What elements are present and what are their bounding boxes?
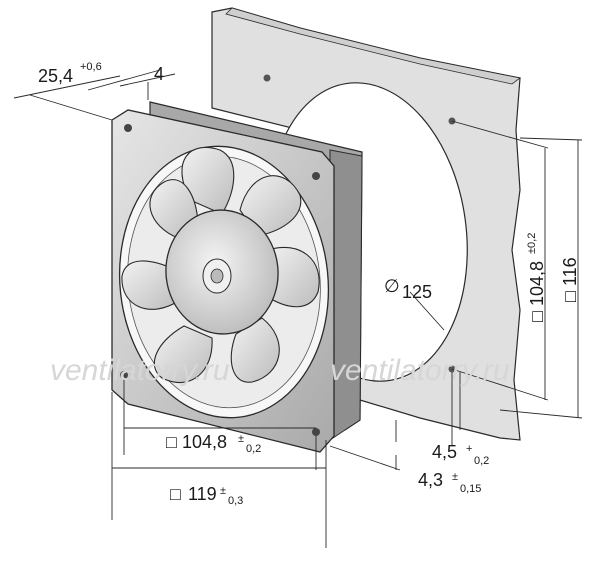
fan-hole [312,172,320,180]
fan-hole [312,428,320,436]
dim-cutout: ∅ 125 [384,276,432,302]
fan-hole [124,124,132,132]
hole-plate-sign: + [466,443,472,455]
dim-hole-spacing-height: □ 104,8 ±0,2 [526,233,547,322]
dim-depth: 25,4 +0,6 [38,61,102,86]
spacing-h-value: 104,8 [527,261,547,306]
dim-hole-fan: 4,3 ± 0,15 [418,470,481,495]
hole-plate-value: 4,5 [432,442,457,462]
spacing-w-symbol: □ [166,432,177,452]
hole-fan-tolerance: 0,15 [460,483,481,495]
dim-frame-width: □ 119 ± 0,3 [170,484,243,507]
frame-w-symbol: □ [170,484,181,504]
dim-hole-spacing-width: □ 104,8 ± 0,2 [166,432,261,455]
depth-tolerance: +0,6 [80,61,102,73]
frame-h-value: 116 [560,257,580,286]
frame-w-tol-sign: ± [220,485,226,497]
dim-hole-plate: 4,5 + 0,2 [432,442,489,467]
cutout-value: 125 [402,282,432,302]
watermark-right: ventilatorry.ru [330,354,510,387]
spacing-h-tolerance: ±0,2 [526,233,538,254]
dim-frame-height: □ 116 [560,257,580,302]
hole-plate-tolerance: 0,2 [474,455,489,467]
spacing-w-tolerance: 0,2 [246,443,261,455]
spacing-h-symbol: □ [527,311,547,322]
cutout-symbol: ∅ [384,276,400,296]
hole-fan-value: 4,3 [418,470,443,490]
fan-hole [120,371,128,379]
dimension-lines [13,69,583,548]
spacing-w-tol-sign: ± [238,433,244,445]
plate-hole [263,74,271,82]
watermark-left: ventilatorry.ru [50,354,230,387]
fan-hub [165,209,279,335]
dim-flange: 4 [154,64,164,84]
frame-w-tolerance: 0,3 [228,495,243,507]
frame-w-value: 119 [188,484,217,504]
spacing-w-value: 104,8 [182,432,227,452]
frame-h-symbol: □ [560,291,580,302]
depth-value: 25,4 [38,66,73,86]
hole-fan-sign: ± [452,471,458,483]
fan-blades [121,146,320,384]
